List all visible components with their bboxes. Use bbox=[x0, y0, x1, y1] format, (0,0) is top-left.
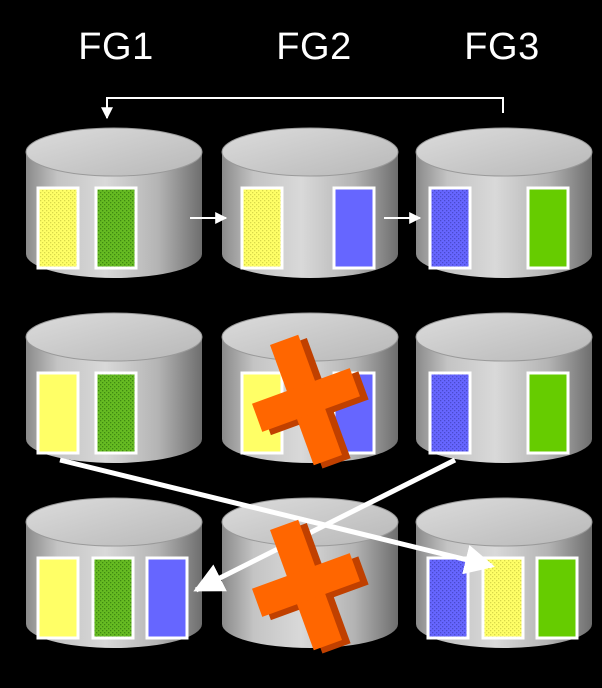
disk-1-1 bbox=[25, 127, 203, 278]
disk-2-1 bbox=[25, 312, 203, 463]
data-block-blue bbox=[332, 186, 376, 270]
data-block-blue bbox=[426, 556, 470, 640]
disk-1-3 bbox=[415, 127, 593, 278]
disk-top bbox=[25, 127, 203, 177]
failure-cross-icon bbox=[252, 519, 369, 654]
fg1-label: FG1 bbox=[78, 26, 154, 68]
rereplicate-yellow-arrow bbox=[59, 457, 495, 575]
disk-top bbox=[25, 312, 203, 362]
data-block-solid_green bbox=[526, 186, 570, 270]
data-block-yellow bbox=[481, 556, 525, 640]
data-block-yellow bbox=[36, 556, 80, 640]
data-block-yellow bbox=[240, 186, 284, 270]
data-block-green bbox=[94, 371, 138, 455]
data-block-solid_green bbox=[526, 371, 570, 455]
data-block-blue bbox=[145, 556, 189, 640]
failure-cross-icon bbox=[252, 334, 369, 469]
disk-3-1 bbox=[25, 497, 203, 648]
fg3-label: FG3 bbox=[464, 26, 540, 68]
cross-bar-h bbox=[252, 368, 360, 432]
disk-top bbox=[25, 497, 203, 547]
data-block-blue bbox=[428, 371, 472, 455]
data-block-yellow bbox=[36, 186, 80, 270]
rereplicate-blue-arrow bbox=[193, 457, 457, 593]
disk-1-2 bbox=[221, 127, 399, 278]
disk-top bbox=[415, 497, 593, 547]
loop-arrow bbox=[101, 97, 504, 120]
disk-top bbox=[221, 127, 399, 177]
data-block-green bbox=[91, 556, 135, 640]
data-block-yellow bbox=[36, 371, 80, 455]
cross-bar-h bbox=[252, 553, 360, 617]
disk-3-3 bbox=[415, 497, 593, 648]
disk-top bbox=[415, 312, 593, 362]
data-block-blue bbox=[428, 186, 472, 270]
data-block-green bbox=[94, 186, 138, 270]
data-block-solid_green bbox=[535, 556, 579, 640]
disk-top bbox=[415, 127, 593, 177]
fg2-label: FG2 bbox=[276, 26, 352, 68]
disk-2-3 bbox=[415, 312, 593, 463]
